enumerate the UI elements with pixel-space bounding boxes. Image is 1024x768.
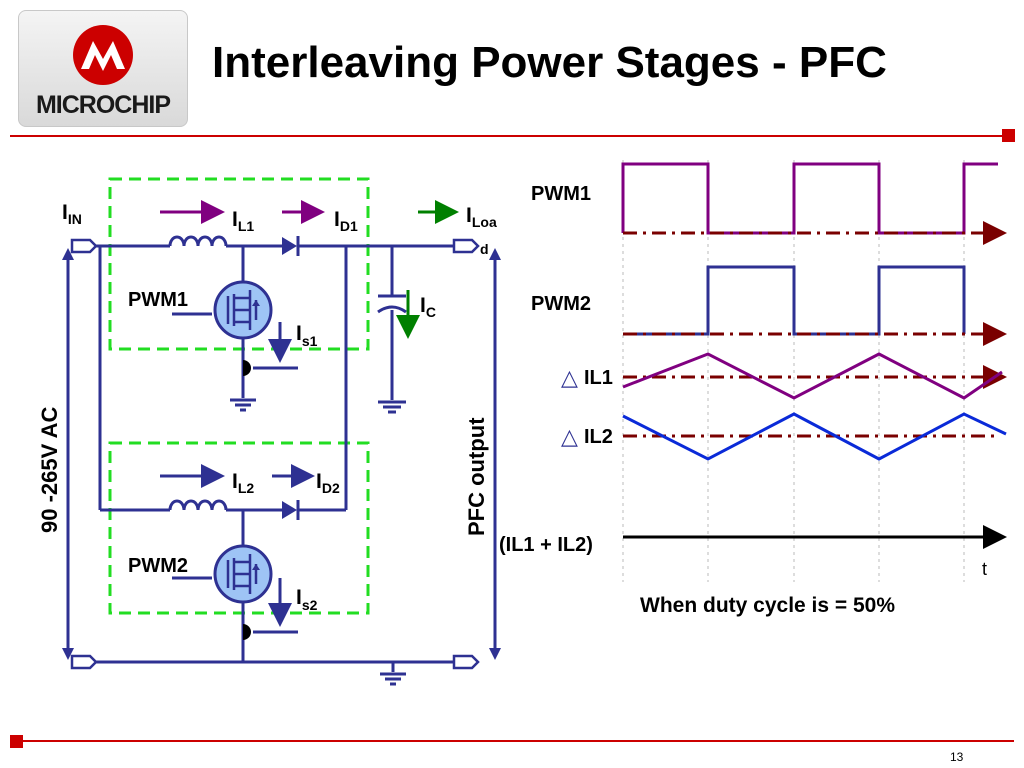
label-id1: ID1: [334, 208, 358, 234]
il2-wave: [622, 412, 1007, 461]
label-is2: Is2: [296, 586, 318, 613]
input-terminal-bottom: [70, 654, 98, 670]
time-axis-label: t: [982, 559, 987, 579]
il1-wave: [622, 352, 1003, 400]
output-terminal-top: [452, 238, 480, 254]
pwm2-wave: [623, 265, 966, 336]
stage1-box: [108, 177, 370, 351]
header-rule-square: [1002, 129, 1015, 142]
waveform-caption: When duty cycle is = 50%: [640, 594, 895, 617]
waveform-panel: PWM1 PWM2 IL1 IL2 (IL1 + IL2) When duty …: [499, 160, 1007, 617]
label-pwm1-wave: PWM1: [531, 183, 591, 205]
microchip-logo: MICROCHIP: [18, 10, 188, 127]
sense-dot2: [243, 624, 251, 640]
label-sum-wave: (IL1 + IL2): [499, 534, 593, 556]
sense-dot1: [243, 360, 251, 376]
label-il2: IL2: [232, 470, 254, 496]
label-il2-wave: IL2: [584, 426, 613, 448]
label-ic: IC: [420, 294, 436, 320]
stage2-box: [108, 441, 370, 615]
label-pfc-output: PFC output: [464, 417, 489, 536]
label-id2: ID2: [316, 470, 340, 496]
label-iload: ILoa: [466, 204, 497, 230]
diode-d1: [282, 236, 300, 256]
output-terminal-bottom: [452, 654, 480, 670]
ground-icon: [230, 398, 256, 412]
inductor-l1: [168, 235, 228, 247]
microchip-logo-icon: [73, 25, 133, 85]
logo-text: MICROCHIP: [35, 91, 171, 119]
label-il1: IL1: [232, 208, 254, 234]
diode-d2: [282, 500, 300, 520]
page-number: 13: [950, 750, 964, 764]
input-terminal-top: [70, 238, 98, 254]
inductor-l2: [168, 499, 228, 511]
label-input-voltage: 90 -265V AC: [37, 407, 62, 533]
footer-rule-square: [10, 735, 23, 748]
delta-icon: △: [561, 365, 578, 390]
pwm1-wave: [621, 162, 998, 235]
pfc-circuit: IIN IL1 ID1 ILoa d IC Is1 IL2 ID2 Is2 PW…: [37, 177, 501, 686]
label-pwm2-circuit: PWM2: [128, 555, 188, 577]
label-il1-wave: IL1: [584, 367, 613, 389]
ground-icon: [378, 400, 406, 414]
label-iin: IIN: [62, 201, 82, 227]
ground-icon: [380, 672, 406, 686]
mosfet-switch1: [213, 280, 273, 340]
delta-icon: △: [561, 424, 578, 449]
label-pwm2-wave: PWM2: [531, 293, 591, 315]
label-iload-wrap: d: [480, 241, 489, 257]
page-title: Interleaving Power Stages - PFC: [212, 38, 887, 87]
label-pwm1-circuit: PWM1: [128, 289, 188, 311]
mosfet-switch2: [213, 544, 273, 604]
label-is1: Is1: [296, 322, 318, 349]
